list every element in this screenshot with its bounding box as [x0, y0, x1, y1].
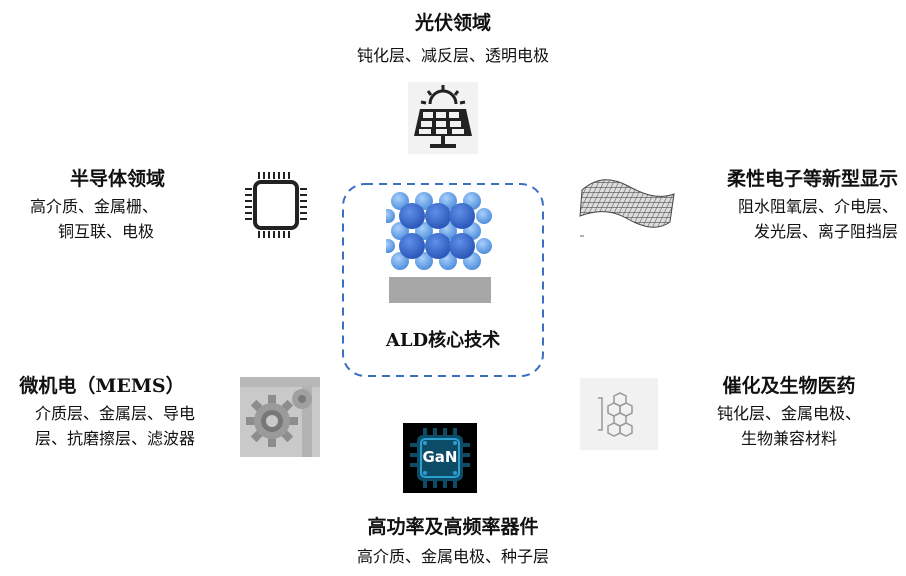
atomic-layer-illustration — [386, 189, 494, 309]
semiconductor-section: 半导体领域 高介质、金属栅、 铜互联、电极 — [30, 168, 230, 244]
power-title: 高功率及高频率器件 — [367, 516, 539, 538]
gan-chip-icon: GaN — [403, 423, 477, 493]
flexible-section: 柔性电子等新型显示 阻水阻氧层、介电层、 发光层、离子阻挡层 — [650, 168, 898, 244]
mems-title: 微机电（MEMS） — [19, 375, 185, 397]
power-section: 高功率及高频率器件 高介质、金属电极、种子层 — [300, 516, 606, 569]
ald-core-frame — [341, 182, 545, 378]
catalysis-desc-line-2: 生物兼容材料 — [740, 429, 837, 448]
catalysis-desc-line-1: 钝化层、金属电极、 — [716, 404, 861, 423]
flexible-title: 柔性电子等新型显示 — [726, 168, 898, 190]
mems-desc-line-2: 层、抗磨擦层、滤波器 — [34, 429, 195, 448]
ald-core-label: ALD核心技术 — [385, 330, 501, 351]
molecule-icon — [580, 378, 658, 450]
flexible-mesh-icon — [578, 172, 678, 242]
semiconductor-desc-line-1: 高介质、金属栅、 — [30, 197, 159, 216]
gan-chip-label: GaN — [422, 448, 458, 466]
photovoltaic-title: 光伏领域 — [414, 12, 491, 34]
semiconductor-title: 半导体领域 — [70, 168, 166, 190]
mems-section: 微机电（MEMS） 介质层、金属层、导电 层、抗磨擦层、滤波器 — [0, 375, 230, 451]
semiconductor-desc-line-2: 铜互联、电极 — [58, 222, 155, 241]
solar-panel-icon — [408, 82, 478, 154]
catalysis-section: 催化及生物医药 钝化层、金属电极、 生物兼容材料 — [672, 375, 906, 451]
catalysis-title: 催化及生物医药 — [722, 375, 856, 397]
flexible-desc-line-2: 发光层、离子阻挡层 — [753, 222, 898, 241]
gears-icon — [240, 377, 320, 457]
power-desc-line-1: 高介质、金属电极、种子层 — [356, 547, 549, 566]
flexible-desc-line-1: 阻水阻氧层、介电层、 — [737, 197, 898, 216]
photovoltaic-section: 光伏领域 钝化层、减反层、透明电极 — [300, 12, 606, 68]
chip-icon — [243, 170, 309, 240]
mems-desc-line-1: 介质层、金属层、导电 — [34, 404, 195, 423]
photovoltaic-desc-line-1: 钝化层、减反层、透明电极 — [356, 46, 549, 65]
